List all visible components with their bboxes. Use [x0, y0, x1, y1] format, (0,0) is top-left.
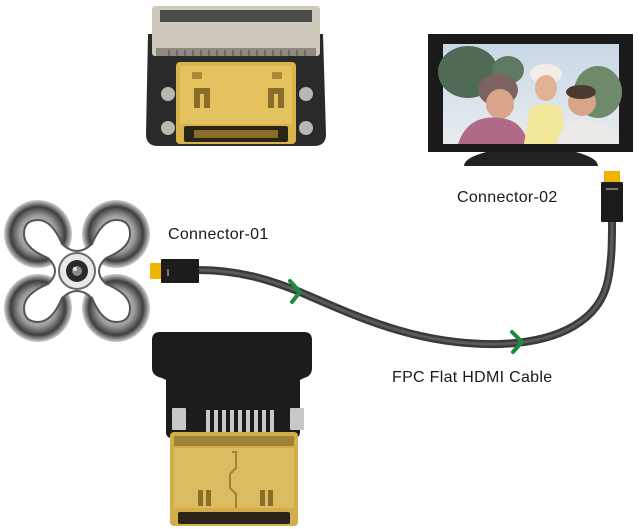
connector-01-label: Connector-01 — [168, 226, 269, 243]
mini-hdmi-male-adapter — [144, 328, 324, 528]
tv-monitor — [428, 32, 633, 167]
cable-label: FPC Flat HDMI Cable — [392, 369, 553, 386]
connector-02-plug — [600, 171, 624, 227]
mini-hdmi-female-adapter — [138, 4, 333, 149]
direction-arrow-icon — [288, 279, 525, 354]
drone-icon — [2, 198, 152, 344]
connector-02-label: Connector-02 — [457, 189, 558, 206]
connector-01-plug — [150, 259, 200, 283]
